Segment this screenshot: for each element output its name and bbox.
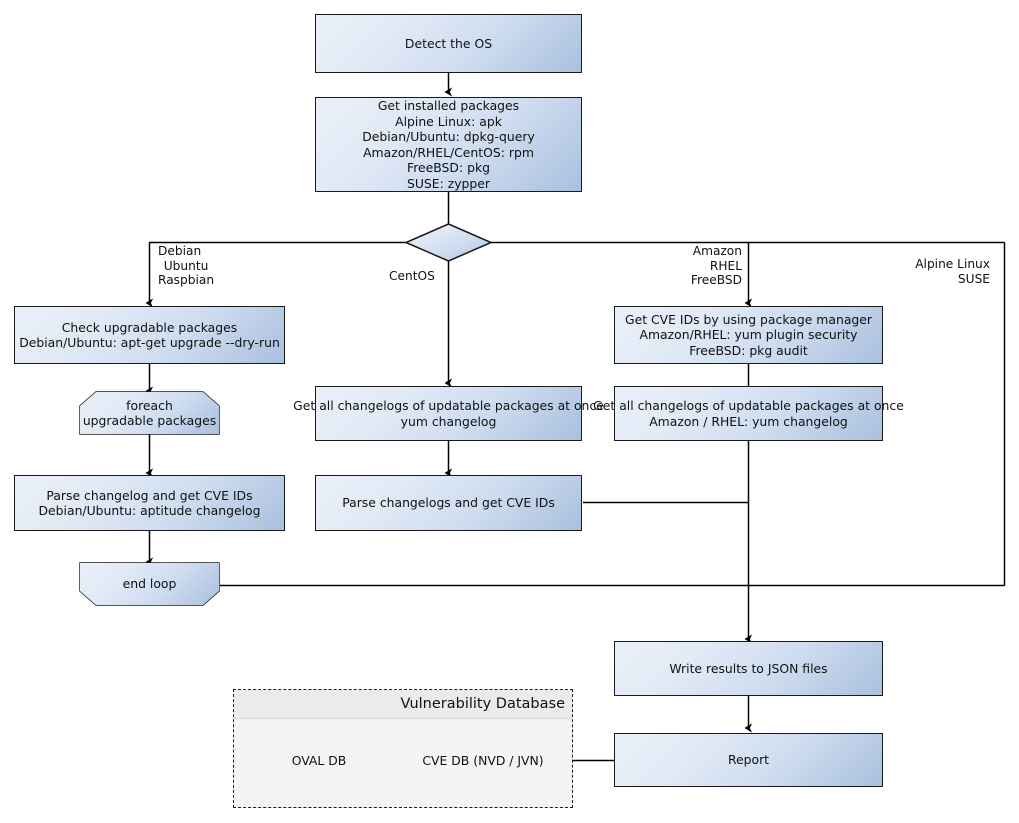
node-end-loop[interactable]: end loop <box>80 563 219 605</box>
edge-label-debian-branch: Debian Ubuntu Raspbian <box>158 244 215 287</box>
node-report[interactable]: Report <box>614 733 883 787</box>
node-foreach-label: foreach upgradable packages <box>82 397 217 429</box>
node-write-results-json-label: Write results to JSON files <box>669 660 828 676</box>
node-changelogs-centos-label: Get all changelogs of updatable packages… <box>293 398 604 429</box>
node-get-cve-ids-package-manager[interactable]: Get CVE IDs by using package manager Ama… <box>614 306 883 364</box>
foreach-shape-fill <box>80 392 219 434</box>
node-get-cve-ids-package-manager-label: Get CVE IDs by using package manager Ama… <box>625 311 872 358</box>
node-foreach[interactable]: foreach upgradable packages <box>80 392 219 434</box>
node-end-loop-label: end loop <box>122 576 177 592</box>
end-loop-shape-fill <box>80 563 219 605</box>
node-parse-changelog-debian[interactable]: Parse changelog and get CVE IDs Debian/U… <box>14 475 285 531</box>
vulnerability-database-title: Vulnerability Database <box>234 690 572 719</box>
edge-label-amazon-branch: Amazon RHEL FreeBSD <box>690 244 742 287</box>
node-get-installed-packages[interactable]: Get installed packages Alpine Linux: apk… <box>315 97 582 192</box>
edge-label-alpine-branch: Alpine Linux SUSE <box>915 257 990 286</box>
oval-db-label: OVAL DB <box>291 753 347 768</box>
node-changelogs-centos[interactable]: Get all changelogs of updatable packages… <box>293 386 604 441</box>
node-detect-os[interactable]: Detect the OS <box>315 14 582 73</box>
node-changelogs-amazon-label: Get all changelogs of updatable packages… <box>593 398 904 429</box>
cve-db-label: CVE DB (NVD / JVN) <box>422 753 544 768</box>
node-changelogs-amazon[interactable]: Get all changelogs of updatable packages… <box>593 386 904 441</box>
node-parse-changelog-debian-label: Parse changelog and get CVE IDs Debian/U… <box>38 487 261 519</box>
edge-label-centos-branch: CentOS <box>389 269 435 283</box>
node-write-results-json[interactable]: Write results to JSON files <box>614 641 883 696</box>
node-report-label: Report <box>727 752 770 768</box>
node-detect-os-label: Detect the OS <box>404 35 493 51</box>
vulnerability-database-group: Vulnerability Database <box>233 689 573 808</box>
node-check-upgradable[interactable]: Check upgradable packages Debian/Ubuntu:… <box>14 306 285 364</box>
node-get-installed-packages-label: Get installed packages Alpine Linux: apk… <box>362 98 535 191</box>
node-check-upgradable-label: Check upgradable packages Debian/Ubuntu:… <box>19 319 280 351</box>
node-parse-changelogs-centos-label: Parse changelogs and get CVE IDs <box>342 495 555 511</box>
node-parse-changelogs-centos[interactable]: Parse changelogs and get CVE IDs <box>315 475 582 531</box>
decision-diamond <box>404 223 493 262</box>
